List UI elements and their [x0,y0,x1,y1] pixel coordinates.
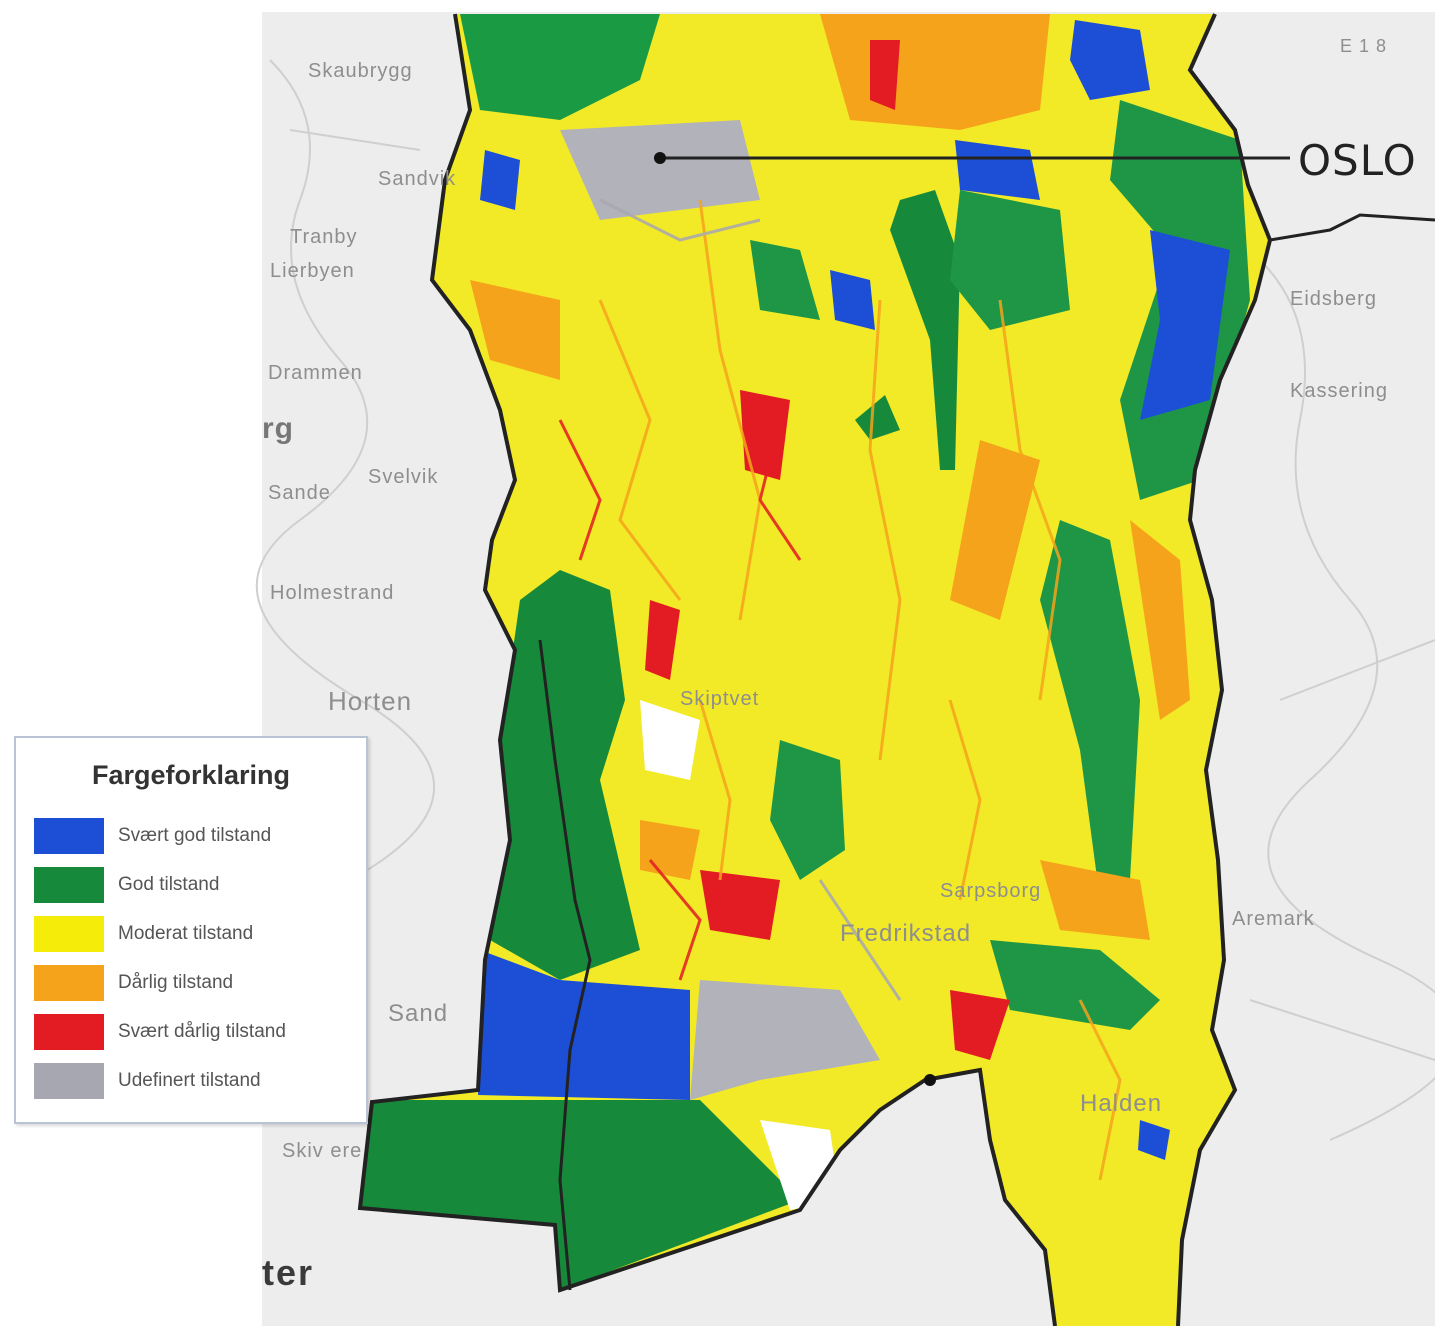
lake-red-center [740,390,790,480]
lake-blue-north [1070,20,1150,100]
lake-blue-oslo [955,140,1040,200]
place-label: Eidsberg [1290,288,1377,310]
lake-blue-east [1140,230,1230,420]
legend-item: Svært dårlig tilstand [34,1014,364,1052]
lake-green-center [890,190,960,470]
place-label: rg [262,412,294,445]
place-label: Drammen [268,362,363,384]
lake-orange-east [1130,520,1190,720]
lake-green-spot [855,395,900,440]
place-label: Skaubrygg [308,60,413,82]
place-label: Holmestrand [270,582,395,604]
region-border [357,13,1435,1326]
legend-label: Svært dårlig tilstand [118,1021,286,1042]
river-network [558,198,1122,1181]
place-label: Svelvik [368,466,439,488]
city-label-oslo: OSLO [1298,136,1417,185]
lake-white-sw [640,700,700,780]
legend-swatch [34,818,104,854]
place-label: ter [262,1252,315,1293]
lake-green-mid [770,740,845,880]
place-label: Fredrikstad [840,920,972,947]
lake-orange-ne [950,440,1040,620]
lake-green-north [460,14,660,120]
lake-orange-north [820,14,1050,130]
legend-swatch [34,1063,104,1099]
lake-blue-sc [1138,1120,1170,1160]
lake-red-north [870,40,900,110]
place-label: Lierbyen [270,260,355,282]
lake-blue-central [830,270,875,330]
corner-label: E 1 8 [1340,36,1388,56]
lake-green-ne-central [950,190,1070,330]
legend-title: Fargeforklaring [91,760,291,790]
legend-swatch [34,965,104,1001]
lake-orange-se [1040,860,1150,940]
legend-item: Moderat tilstand [34,916,364,954]
legend-item: God tilstand [34,867,364,905]
place-label: Halden [1080,1090,1163,1117]
lake-blue-nw [480,150,520,210]
lake-red-sw [700,870,780,940]
lake-green-east-strip [1040,520,1140,900]
place-label: Aremark [1232,908,1315,930]
legend-label: Svært god tilstand [118,825,272,846]
legend: Fargeforklaring Svært god tilstand God t… [14,736,368,1124]
region-fill [360,14,1270,1326]
place-label: Tranby [290,226,358,248]
lake-gray-north [560,120,760,220]
place-label: Skiptvet [680,688,760,710]
legend-swatch [34,1014,104,1050]
legend-label: God tilstand [118,874,220,895]
lake-green-west [490,570,640,980]
legend-item: Svært god tilstand [34,818,364,856]
lake-red-south [950,990,1010,1060]
legend-swatch [34,916,104,952]
legend-item: Udefinert tilstand [34,1063,364,1101]
legend-item: Dårlig tilstand [34,965,364,1003]
city-dot-south [924,1074,936,1086]
lake-gray-south [690,980,880,1100]
legend-swatch [34,867,104,903]
oslo-pointer [654,152,1290,164]
place-label: Sandvik [378,168,457,190]
lake-orange-west [470,280,560,380]
lake-green-se [990,940,1160,1030]
place-label: Skiv ere [282,1140,363,1162]
legend-label: Udefinert tilstand [118,1070,261,1091]
legend-label: Dårlig tilstand [118,972,234,993]
lake-blue-south [478,950,690,1100]
lake-red-west [645,600,680,680]
place-label: Horten [328,686,413,716]
place-label: Sand [388,1000,449,1027]
place-label: Kassering [1290,380,1388,402]
legend-label: Moderat tilstand [118,923,254,944]
lake-green-nc [750,240,820,320]
lake-orange-sw [640,820,700,880]
place-label: Sande [268,482,331,504]
place-label: Sarpsborg [940,880,1042,902]
